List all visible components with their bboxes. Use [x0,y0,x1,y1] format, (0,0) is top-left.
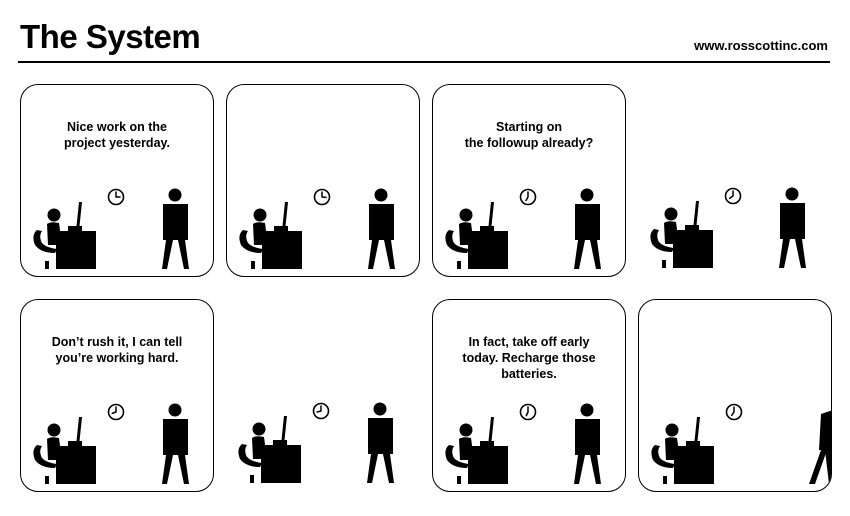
panel-4 [638,84,832,277]
clock-icon [519,188,537,206]
office-scene [445,188,601,269]
worker-at-desk [239,202,302,269]
header-rule [18,61,830,63]
worker-at-desk [445,417,508,484]
office-scene [238,402,394,483]
clock-icon [519,403,537,421]
office-scene [650,187,806,268]
panel-3: Starting on the followup already? [432,84,626,277]
office-scene [445,403,601,484]
boss-figure [162,188,189,269]
boss-figure [368,188,395,269]
clock-icon [107,188,125,206]
boss-figure [574,188,601,269]
comic-title: The System [20,18,201,55]
worker-at-desk [33,417,96,484]
panel-7: In fact, take off early today. Recharge … [432,299,626,492]
panel-8 [638,299,832,492]
clock-icon [724,187,742,205]
site-url: www.rosscottinc.com [694,38,828,53]
office-scene [33,403,189,484]
office-scene [651,403,831,484]
worker-at-desk [651,417,714,484]
office-scene [239,188,395,269]
worker-at-desk [445,202,508,269]
speech-text: Nice work on the project yesterday. [63,120,171,150]
boss-figure [162,403,189,484]
clock-icon [313,188,331,206]
clock-icon [312,402,330,420]
worker-at-desk [33,202,96,269]
worker-at-desk [650,201,713,268]
boss-figure [574,403,601,484]
speech-text: Starting on the followup already? [464,120,594,150]
boss-figure [367,402,394,483]
worker-at-desk [238,416,301,483]
panel-5: Don’t rush it, I can tell you’re working… [20,299,214,492]
clock-icon [107,403,125,421]
panel-6 [226,299,420,492]
panel-1: Nice work on the project yesterday. [20,84,214,277]
boss-figure [809,410,831,484]
speech-text: Don’t rush it, I can tell you’re working… [51,335,183,365]
clock-icon [725,403,743,421]
boss-figure [779,187,806,268]
speech-text: In fact, take off early today. Recharge … [462,335,596,381]
panel-2 [226,84,420,277]
office-scene [33,188,189,269]
